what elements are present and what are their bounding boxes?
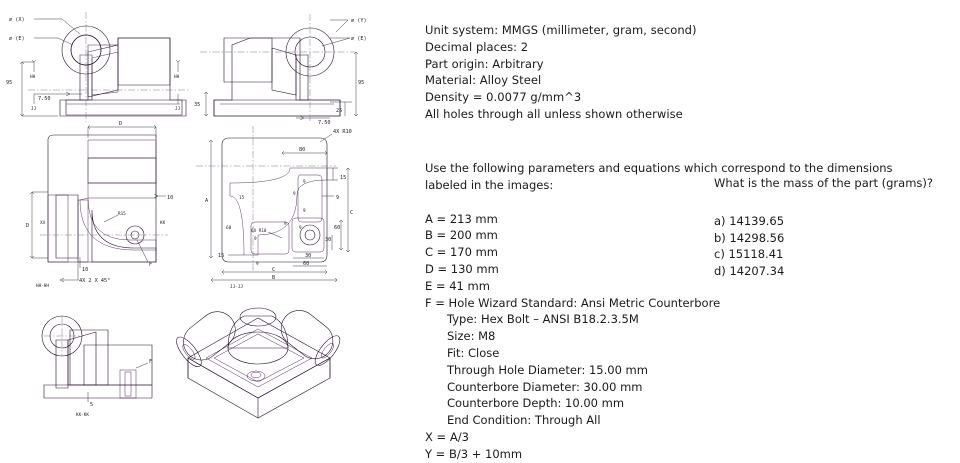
param-y: Y = B/3 + 10mm [425,446,523,461]
answer-option-a[interactable]: a) 14139.65 [714,213,785,228]
dim-value-30-bottom: 30 [305,253,311,259]
dim-value-15-inner: 15 [239,195,245,201]
param-f: F = Hole Wizard Standard: Ansi Metric Co… [425,295,721,310]
dim-value-15-bottom: 15 [218,253,224,259]
dim-value-9-f: 9 [256,261,259,267]
spec-line-material: Material: Alloy Steel [425,73,542,88]
dim-value-a: A [205,198,209,204]
section-label-jj: JJ-JJ [230,284,243,290]
spec-line-unit-system: Unit system: MMGS (millimeter, gram, sec… [425,23,697,37]
dim-value-95-right: 95 [358,80,364,86]
dim-value-9-a: 9 [303,179,306,185]
dim-value-c-right: C [350,210,353,216]
spec-block: Unit system: MMGS (millimeter, gram, sec… [425,22,697,123]
dim-value-7-50-left: 7.50 [38,96,51,102]
param-f-counterbore-diameter: Counterbore Diameter: 30.00 mm [447,379,643,394]
param-f-end-condition: End Condition: Through All [447,413,601,428]
param-a: A = 213 mm [425,211,498,226]
section-mark-xx-left: XX [40,220,46,226]
section-mark-kk-right: KK [160,220,166,226]
parameters-intro-line-1: Use the following parameters and equatio… [425,161,893,175]
dim-value-10-right: 10 [167,195,173,201]
view-plan-detailed: 4X R10 6X R10 80 15 9 9 9 9 9 9 9 9 [196,126,353,290]
spec-line-holes: All holes through all unless shown other… [425,106,683,121]
dim-label-f-feature-kk: F [149,359,152,365]
spec-line-density: Density = 0.0077 g/mm^3 [425,90,582,105]
dim-value-c-bottom: C [272,267,275,273]
question-text-pane: Unit system: MMGS (millimeter, gram, sec… [392,0,960,461]
section-mark-jj-right: JJ [175,106,180,112]
parameters-intro-line-2: labeled in the images: [425,177,554,192]
param-d: D = 130 mm [425,261,499,276]
dim-value-9-b: 9 [293,191,296,197]
section-mark-hh-right: HH [174,74,180,80]
section-mark-jj-left: JJ [31,106,36,112]
param-b: B = 200 mm [425,228,498,243]
dim-label-diameter-e: ⌀ (E) [9,36,25,42]
view-front-elevation-right: ⌀ (Y) ⌀ (E) 95 35 25 7.50 [194,14,367,126]
dim-value-95: 95 [6,80,12,86]
dim-label-diameter-x: ⌀ (X) [9,17,25,23]
param-c: C = 170 mm [425,245,498,260]
answer-option-b[interactable]: b) 14298.56 [714,230,785,245]
view-front-elevation-left: ⌀ (X) ⌀ (E) 95 HH HH 7.50 JJ JJ [6,12,190,122]
dim-label-f-feature: F [149,262,152,268]
dim-value-35: 35 [194,102,200,108]
dim-value-60-inner: 60 [226,225,232,231]
spec-line-decimal-places: Decimal places: 2 [425,39,529,54]
dim-label-diameter-y: ⌀ (Y) [351,18,367,24]
section-label-kk: KK-KK [76,412,89,418]
dim-value-5: 5 [90,402,93,408]
cad-drawing-svg: ⌀ (X) ⌀ (E) 95 HH HH 7.50 JJ JJ [6,12,367,419]
answer-option-d[interactable]: d) 14207.34 [714,264,785,279]
dim-value-b-bottom: B [272,275,275,281]
param-f-type: Type: Hex Bolt – ANSI B18.2.3.5M [447,312,639,327]
param-f-fit: Fit: Close [447,345,500,360]
param-x: X = A/3 [425,429,469,444]
spec-line-part-origin: Part origin: Arbitrary [425,56,544,71]
dim-value-9-right: 9 [336,195,339,201]
view-section-dd: D D 10 10 R15 F 4X 2 X 45° [26,121,173,289]
dim-value-d-top: D [119,121,122,127]
question-block: What is the mass of the part (grams)? a)… [714,175,933,280]
question-title: What is the mass of the part (grams)? [714,176,933,190]
dim-value-30-right: 30 [325,237,331,243]
dim-value-80: 80 [299,147,305,153]
param-e: E = 41 mm [425,278,490,293]
param-f-size: Size: M8 [447,329,496,344]
section-mark-hh-left: HH [30,74,36,80]
dim-value-d-left: D [26,223,29,229]
view-section-kk: F 5 KK-KK [41,315,153,418]
dim-note-4x-r10: 4X R10 [333,129,352,135]
param-f-counterbore-depth: Counterbore Depth: 10.00 mm [447,396,625,411]
dim-value-60-bottom: 60 [303,261,309,267]
dim-value-r15: R15 [118,211,126,217]
section-label-hh: HH-HH [36,283,49,289]
dim-value-15-right: 15 [340,175,346,181]
dim-note-chamfer: 4X 2 X 45° [79,278,110,284]
dim-value-10-bottom: 10 [82,267,88,273]
dim-value-25: 25 [336,108,342,114]
dim-value-9-e: 9 [254,236,257,242]
dim-value-60-right: 60 [334,225,340,231]
param-f-through-hole-diameter: Through Hole Diameter: 15.00 mm [447,362,648,377]
dim-value-9-d: 9 [284,221,287,227]
dim-label-diameter-e-right: ⌀ (E) [351,36,367,42]
dim-note-6x-r10: 6X R10 [251,228,267,234]
dim-value-9-c: 9 [303,208,306,214]
view-isometric [176,307,341,419]
cad-drawing-pane: ⌀ (X) ⌀ (E) 95 HH HH 7.50 JJ JJ [0,0,392,437]
answer-option-c[interactable]: c) 15118.41 [714,247,784,262]
dim-value-7-50-right: 7.50 [318,120,331,126]
dim-value-9-g: 9 [299,225,302,231]
